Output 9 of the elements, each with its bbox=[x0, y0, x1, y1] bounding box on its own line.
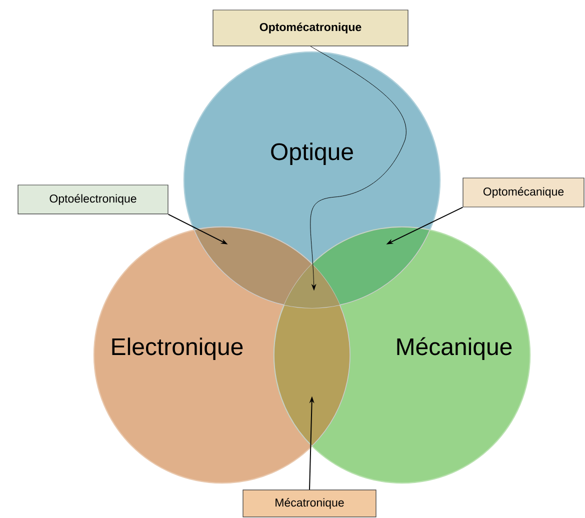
label-box: Mécatronique bbox=[242, 490, 376, 518]
overlap-region bbox=[194, 226, 312, 306]
overlap-region bbox=[284, 264, 340, 308]
overlap-region bbox=[274, 304, 350, 446]
leader-line bbox=[310, 46, 406, 290]
label-box: Optomécanique bbox=[462, 178, 584, 208]
label-box: Optomécatronique bbox=[212, 10, 408, 46]
label-box: Optoélectronique bbox=[18, 184, 168, 214]
overlap-region bbox=[312, 226, 430, 306]
